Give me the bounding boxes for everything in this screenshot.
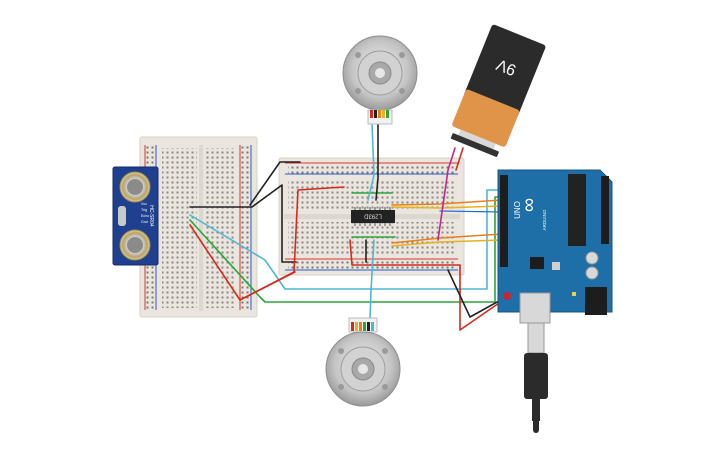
arduino-uno[interactable]: ∞ UNO ARDUINO bbox=[497, 169, 613, 324]
wire-green-sensor[interactable] bbox=[189, 196, 503, 303]
wire-magenta-battery[interactable] bbox=[437, 147, 456, 241]
sensor-pin-trig: Trig bbox=[141, 208, 147, 212]
wire-blue-1[interactable] bbox=[439, 210, 503, 213]
arduino-brand: ARDUINO bbox=[542, 209, 547, 230]
motor-driver-ic[interactable]: L293D bbox=[351, 207, 395, 226]
wire-red-rail[interactable] bbox=[239, 271, 296, 301]
battery-9v[interactable]: 9V bbox=[447, 24, 546, 159]
wire-black-motor-top[interactable] bbox=[375, 122, 379, 201]
sensor-pin-gnd: Gnd bbox=[141, 220, 148, 224]
arduino-logo: ∞ bbox=[518, 198, 540, 212]
sensor-pin-vcc: Vcc bbox=[141, 202, 147, 206]
wire-orange-1[interactable] bbox=[391, 199, 503, 206]
wire-black-sensor-gnd[interactable] bbox=[189, 184, 297, 263]
wire-cyan-motor-top[interactable] bbox=[367, 122, 375, 201]
ultrasonic-sensor[interactable]: HC-SR04 Vcc Trig Echo Gnd bbox=[112, 166, 159, 266]
arduino-model-label: UNO bbox=[513, 201, 522, 219]
sensor-label: HC-SR04 bbox=[148, 205, 154, 227]
usb-cable[interactable] bbox=[524, 322, 548, 433]
sensor-pin-echo: Echo bbox=[141, 214, 149, 218]
wire-black-rail[interactable] bbox=[249, 161, 301, 206]
wire-yellow-2[interactable] bbox=[391, 239, 503, 247]
motor-top[interactable] bbox=[342, 35, 418, 125]
wire-red-battery[interactable] bbox=[455, 147, 464, 171]
wire-yellow-1[interactable] bbox=[391, 205, 503, 209]
ic-label: L293D bbox=[363, 213, 381, 219]
wire-cyan-sensor[interactable] bbox=[189, 189, 503, 290]
wire-cyan-motor-bottom[interactable] bbox=[369, 239, 375, 321]
battery-label: 9V bbox=[494, 55, 519, 78]
wire-orange-2[interactable] bbox=[391, 233, 503, 244]
motor-bottom[interactable] bbox=[325, 317, 401, 407]
